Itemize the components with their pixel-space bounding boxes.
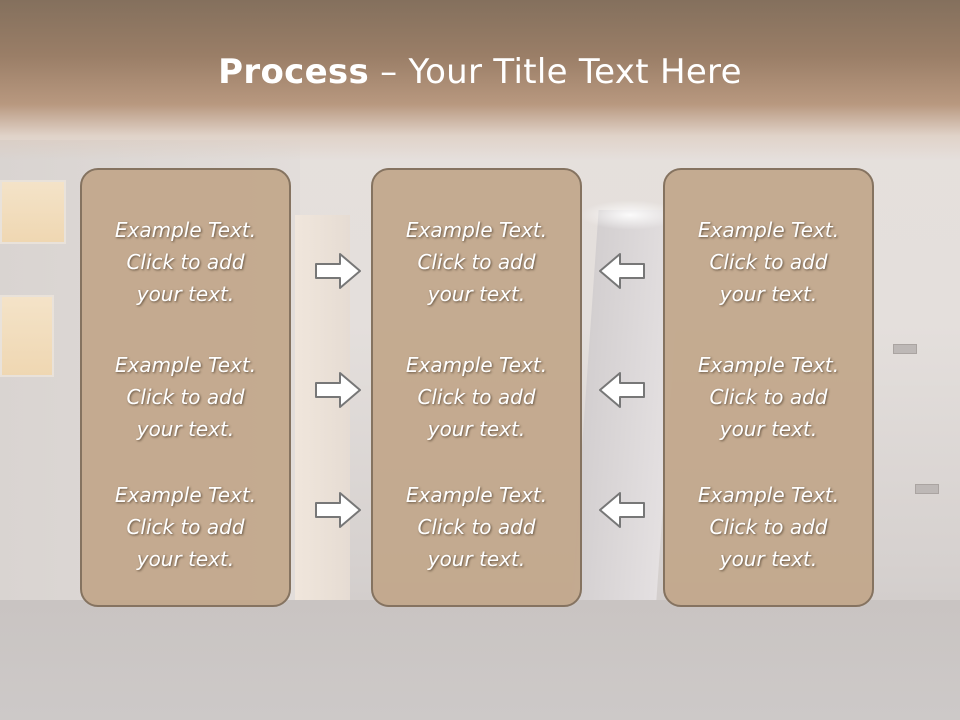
panel-textbox[interactable]: Example Text. Click to add your text.	[373, 214, 580, 310]
panel-textbox[interactable]: Example Text. Click to add your text.	[82, 214, 289, 310]
text-line: Click to add	[417, 515, 536, 539]
text-line: Example Text.	[114, 483, 257, 507]
panel-textbox[interactable]: Example Text. Click to add your text.	[82, 349, 289, 445]
right-arrow-icon[interactable]	[314, 251, 362, 291]
left-arrow-icon[interactable]	[598, 251, 646, 291]
text-line: Example Text.	[405, 353, 548, 377]
title-bold: Process	[218, 52, 370, 92]
text-line: Example Text.	[405, 218, 548, 242]
process-panel-right[interactable]: Example Text. Click to add your text. Ex…	[663, 168, 874, 607]
wall-niche-upper	[0, 180, 66, 244]
wall-outlet	[893, 344, 917, 354]
text-line: your text.	[427, 282, 526, 306]
header-band	[0, 0, 960, 160]
text-line: Click to add	[709, 515, 828, 539]
text-line: Click to add	[126, 515, 245, 539]
text-line: your text.	[136, 417, 235, 441]
panel-textbox[interactable]: Example Text. Click to add your text.	[665, 479, 872, 575]
panel-textbox[interactable]: Example Text. Click to add your text.	[373, 479, 580, 575]
text-line: your text.	[719, 547, 818, 571]
text-line: Click to add	[709, 385, 828, 409]
process-panel-left[interactable]: Example Text. Click to add your text. Ex…	[80, 168, 291, 607]
text-line: Example Text.	[697, 218, 840, 242]
process-panel-center[interactable]: Example Text. Click to add your text. Ex…	[371, 168, 582, 607]
left-arrow-icon[interactable]	[598, 490, 646, 530]
text-line: your text.	[719, 417, 818, 441]
text-line: your text.	[427, 417, 526, 441]
text-line: Example Text.	[405, 483, 548, 507]
text-line: your text.	[719, 282, 818, 306]
text-line: your text.	[136, 282, 235, 306]
panel-textbox[interactable]: Example Text. Click to add your text.	[665, 214, 872, 310]
title-rest: – Your Title Text Here	[369, 52, 742, 92]
panel-textbox[interactable]: Example Text. Click to add your text.	[665, 349, 872, 445]
left-arrow-icon[interactable]	[598, 370, 646, 410]
text-line: Click to add	[709, 250, 828, 274]
right-arrow-icon[interactable]	[314, 370, 362, 410]
text-line: your text.	[427, 547, 526, 571]
text-line: Example Text.	[114, 353, 257, 377]
slide-title[interactable]: Process – Your Title Text Here	[0, 52, 960, 92]
panel-textbox[interactable]: Example Text. Click to add your text.	[82, 479, 289, 575]
wall-outlet	[915, 484, 939, 494]
floor	[0, 600, 960, 720]
wall-niche-lower	[0, 295, 54, 377]
text-line: Click to add	[417, 385, 536, 409]
panel-textbox[interactable]: Example Text. Click to add your text.	[373, 349, 580, 445]
text-line: Example Text.	[114, 218, 257, 242]
text-line: Example Text.	[697, 483, 840, 507]
text-line: Click to add	[126, 385, 245, 409]
text-line: Click to add	[126, 250, 245, 274]
text-line: Example Text.	[697, 353, 840, 377]
right-arrow-icon[interactable]	[314, 490, 362, 530]
text-line: your text.	[136, 547, 235, 571]
text-line: Click to add	[417, 250, 536, 274]
